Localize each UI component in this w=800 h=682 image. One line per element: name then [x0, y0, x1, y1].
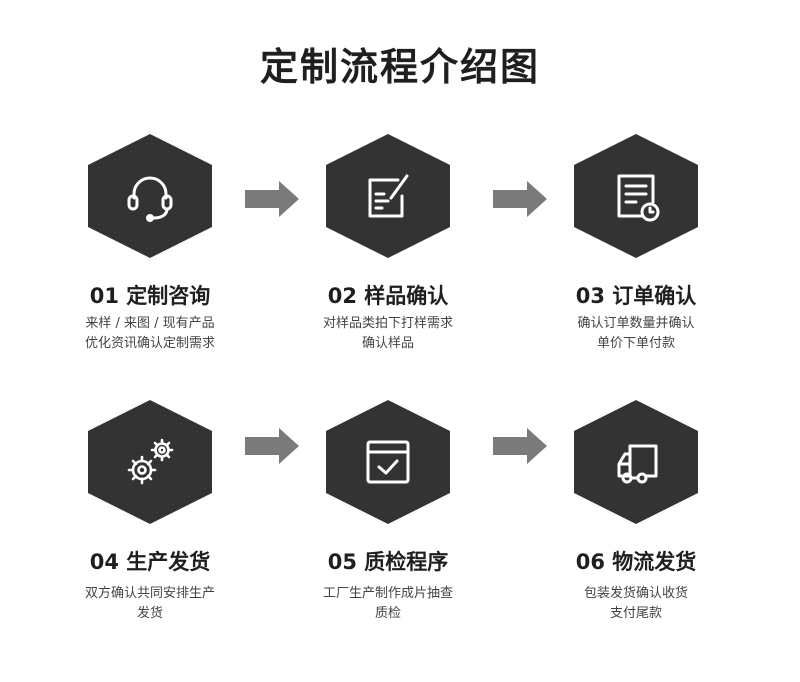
- step-desc-line1: 包装发货确认收货: [583, 586, 688, 601]
- gears-icon: [127, 438, 174, 485]
- step-desc-line1: 对样品类拍下打样需求: [322, 316, 453, 331]
- step-desc-line2: 确认样品: [361, 336, 414, 351]
- step-title: 04 生产发货: [89, 550, 211, 574]
- step-title: 01 定制咨询: [89, 284, 211, 308]
- hexagon: [88, 134, 212, 258]
- hexagon: [574, 134, 698, 258]
- step-desc-line2: 质检: [374, 606, 401, 621]
- hexagon: [326, 400, 450, 524]
- truck-icon: [617, 444, 658, 484]
- step-title: 03 订单确认: [575, 284, 697, 308]
- order-clock-icon: [617, 174, 660, 222]
- edit-document-icon: [368, 174, 409, 218]
- arrow-right-icon: [245, 428, 299, 464]
- step-desc-line1: 双方确认共同安排生产: [84, 586, 215, 601]
- page-title: 定制流程介绍图: [259, 45, 540, 89]
- arrow-right-icon: [493, 428, 547, 464]
- arrow-right-icon: [493, 181, 547, 217]
- step-desc-line2: 单价下单付款: [596, 336, 675, 351]
- step-desc-line2: 优化资讯确认定制需求: [84, 336, 215, 351]
- hexagon: [88, 400, 212, 524]
- hexagon: [326, 134, 450, 258]
- step-title: 05 质检程序: [327, 550, 449, 574]
- step-desc-line1: 确认订单数量并确认: [577, 316, 695, 331]
- step-desc-line1: 工厂生产制作成片抽查: [322, 586, 453, 601]
- hexagon: [574, 400, 698, 524]
- step-title: 02 样品确认: [327, 284, 449, 308]
- step-title: 06 物流发货: [575, 550, 697, 574]
- headset-icon: [127, 176, 173, 222]
- step-desc-line1: 来样 / 来图 / 现有产品: [85, 316, 215, 331]
- arrow-right-icon: [245, 181, 299, 217]
- step-desc-line2: 支付尾款: [609, 606, 662, 621]
- checkbox-window-icon: [366, 440, 410, 484]
- step-desc-line2: 发货: [136, 606, 163, 621]
